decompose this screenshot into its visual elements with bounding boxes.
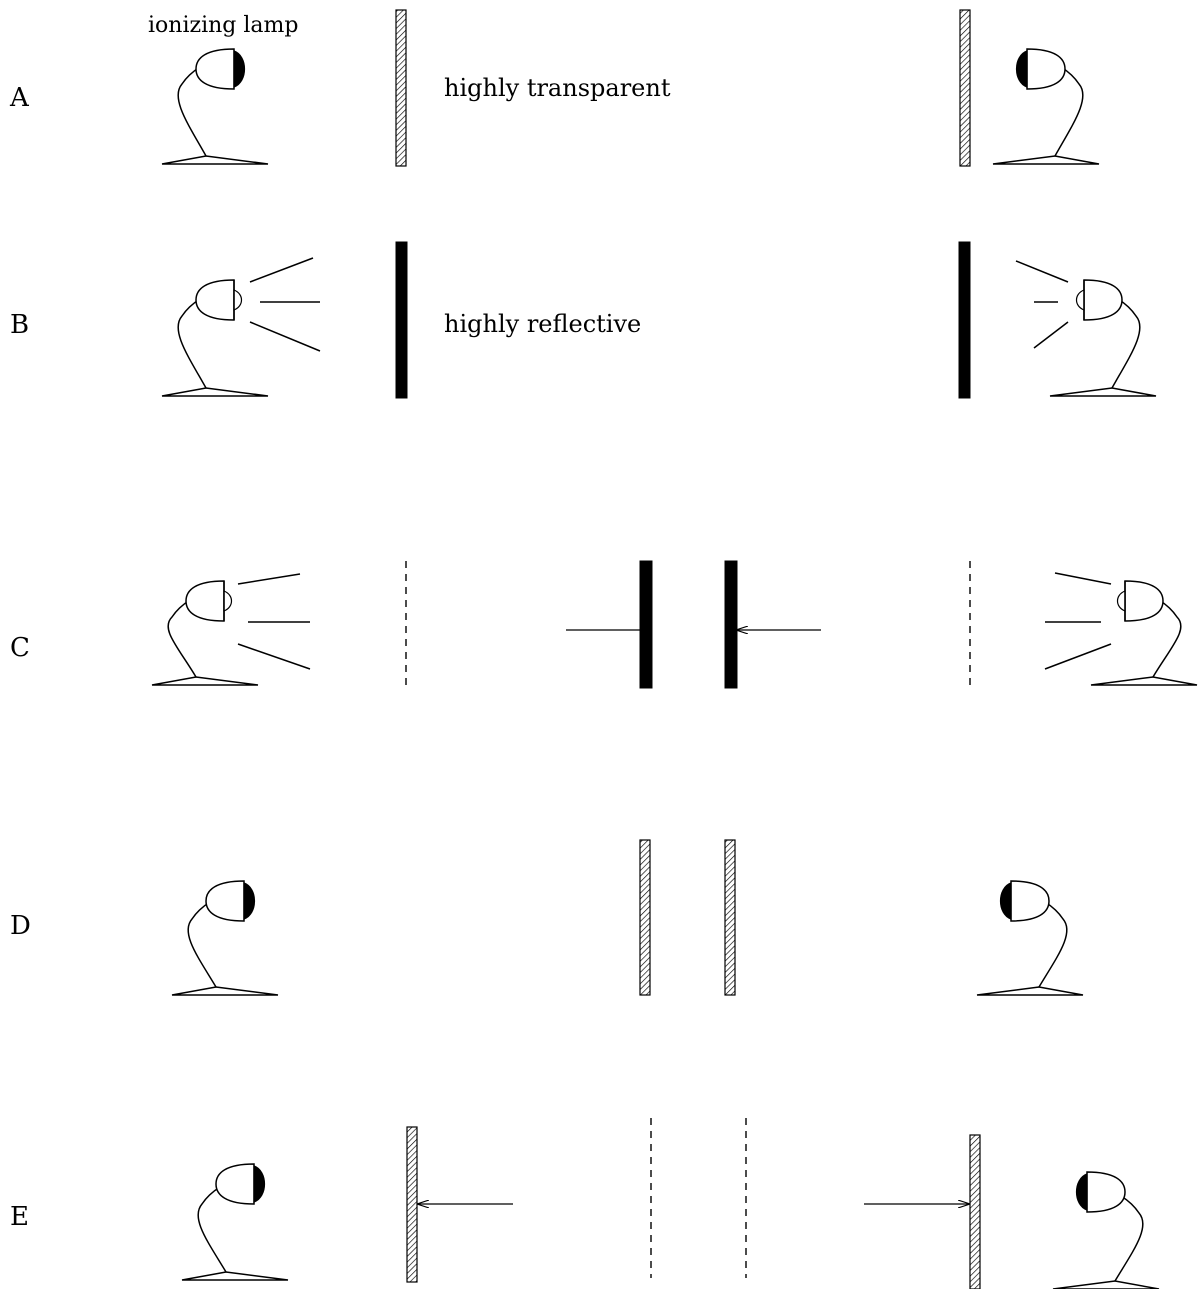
- ionizing-lamp-caption: ionizing lamp: [148, 13, 298, 38]
- row-d-right-lamp-icon: [976, 880, 1084, 996]
- row-d-inner-left-transparent-plate: [639, 839, 651, 996]
- row-b-right-lamp-icon: [1015, 260, 1157, 397]
- row-d-left-lamp-icon: [171, 880, 279, 996]
- row-e-right-transparent-plate: [969, 1134, 981, 1290]
- highly-reflective-note: highly reflective: [444, 310, 641, 338]
- highly-transparent-note: highly transparent: [444, 74, 671, 102]
- row-label-d: D: [10, 911, 31, 941]
- row-e-right-lamp-icon: [1052, 1171, 1160, 1290]
- row-e-left-lamp-icon: [181, 1163, 289, 1281]
- row-label-e: E: [10, 1202, 29, 1232]
- row-c-inner-left-reflective-plate: [639, 560, 653, 689]
- row-b-right-reflective-plate: [958, 241, 971, 399]
- row-label-a: A: [9, 83, 30, 113]
- row-c-inner-right-reflective-plate: [724, 560, 738, 689]
- row-c-left-lamp-icon: [151, 573, 311, 686]
- row-label-b: B: [10, 310, 29, 340]
- row-c-right-lamp-icon: [1044, 572, 1198, 686]
- row-d-inner-right-transparent-plate: [724, 839, 736, 996]
- row-a-left-transparent-plate: [395, 9, 407, 167]
- row-b-left-reflective-plate: [395, 241, 408, 399]
- row-e-left-transparent-plate: [406, 1126, 418, 1283]
- row-a-left-lamp-icon: [161, 48, 269, 165]
- row-a-right-lamp-icon: [992, 48, 1100, 165]
- row-a-right-transparent-plate: [959, 9, 971, 167]
- row-b-left-lamp-icon: [161, 257, 321, 397]
- row-label-c: C: [10, 633, 30, 663]
